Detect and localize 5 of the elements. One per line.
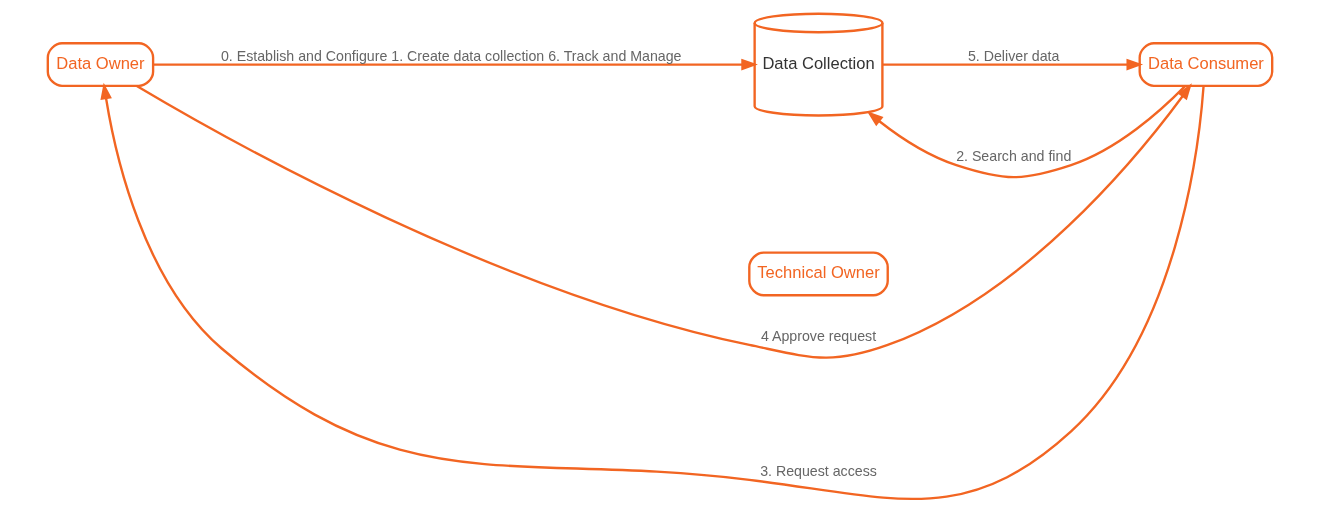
edge-label: 0. Establish and Configure 1. Create data collection 6. Track and Manage: [220, 47, 682, 64]
edge-label: 4 Approve request: [760, 327, 877, 344]
edge-label: 3. Request access: [760, 462, 877, 479]
edge-label: 2. Search and find: [956, 147, 1072, 164]
edge-label: 5. Deliver data: [967, 47, 1060, 64]
